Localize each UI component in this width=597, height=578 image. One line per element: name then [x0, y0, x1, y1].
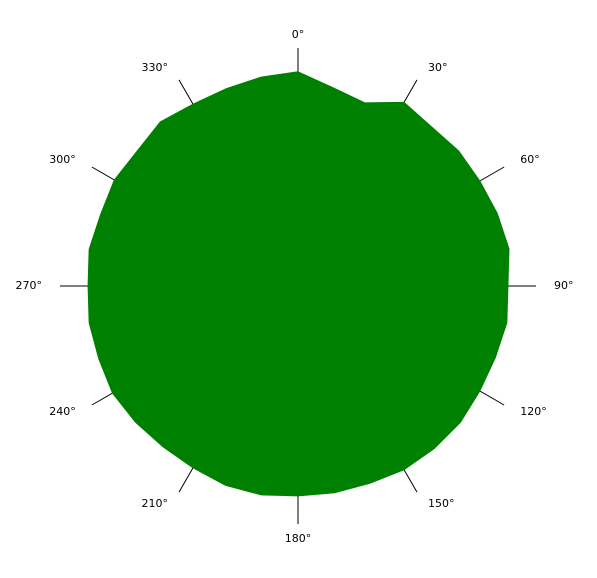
angle-label-330: 330°	[142, 61, 169, 74]
angle-label-0: 0°	[292, 28, 305, 41]
angle-label-180: 180°	[285, 532, 312, 545]
angle-label-60: 60°	[520, 153, 540, 166]
angle-label-150: 150°	[428, 497, 455, 510]
angle-label-240: 240°	[49, 405, 76, 418]
angle-label-layer: 0° 30° 60° 90° 120° 150° 180° 210° 240° 270° 300° 3…	[16, 28, 574, 545]
angle-label-90: 90°	[554, 279, 574, 292]
angle-label-30: 30°	[428, 61, 448, 74]
angle-label-120: 120°	[520, 405, 547, 418]
series-layer	[87, 71, 510, 497]
angle-label-210: 210°	[142, 497, 169, 510]
angle-label-300: 300°	[49, 153, 76, 166]
radar-series-area	[87, 71, 510, 497]
angle-label-270: 270°	[16, 279, 43, 292]
